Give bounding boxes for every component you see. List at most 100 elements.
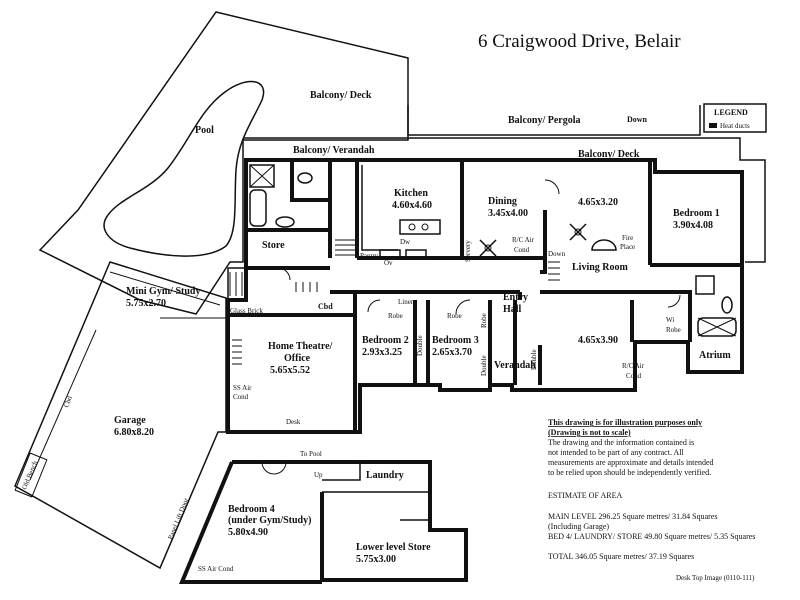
ceiling-fan-living-icon <box>569 223 587 241</box>
lower-level-inner <box>322 462 430 521</box>
door-arc-1 <box>544 179 560 195</box>
pool-outline <box>103 80 265 257</box>
label-down-top: Down <box>627 115 648 124</box>
lower-level-outline <box>179 460 468 584</box>
label-hall: Hall <box>503 304 522 315</box>
door-arc-4 <box>667 294 681 308</box>
label-cbd: Cbd <box>318 302 333 311</box>
label-bedroom4-1: Bedroom 4 <box>228 504 275 515</box>
note-disclaimer-2: (Drawing is not to scale) <box>548 428 631 437</box>
garage-outline <box>14 261 227 570</box>
basin-icon-1 <box>275 216 295 228</box>
toilet-icon-1 <box>297 172 313 184</box>
label-lower-store: Lower level Store <box>356 542 431 553</box>
dims-kitchen: 4.60x4.60 <box>392 200 432 211</box>
door-arc-2 <box>455 299 471 315</box>
label-kitchen: Kitchen <box>394 188 428 199</box>
bedroom-walls <box>353 292 492 432</box>
label-balcony-deck-right: Balcony/ Deck <box>578 149 640 160</box>
dining-living-walls <box>462 160 742 274</box>
label-balcony-deck-top: Balcony/ Deck <box>310 90 372 101</box>
label-robe-2: Robe <box>447 312 462 320</box>
label-down-living: Down <box>548 250 566 258</box>
label-cbd-garage: Cbd <box>62 395 74 409</box>
label-ss-air-1b: Cond <box>233 393 249 401</box>
store-walls <box>244 230 330 270</box>
label-pantry: Pantry <box>360 252 379 260</box>
label-ov: Ov <box>384 259 393 267</box>
heat-duct-icon <box>709 123 717 128</box>
dims-mini-gym: 5.75x2.70 <box>126 298 166 309</box>
stairs-gym <box>229 272 243 296</box>
label-double-1: Double <box>416 335 424 356</box>
dims-lower-store: 5.75x3.00 <box>356 554 396 565</box>
dims-lounge: 4.65x3.20 <box>578 197 618 208</box>
label-entry: Entry <box>503 292 528 303</box>
label-robe-3: Robe <box>480 313 488 328</box>
lower-area-edge <box>227 267 330 300</box>
label-glass-brick: Glass Brick <box>230 307 263 315</box>
garage-inner <box>29 271 221 481</box>
note-including-garage: (Including Garage) <box>548 522 609 531</box>
dims-bedroom4: 5.80x4.90 <box>228 527 268 538</box>
label-robe-1: Robe <box>388 312 403 320</box>
label-mini-gym: Mini Gym/ Study <box>126 286 200 297</box>
label-bedroom3: Bedroom 3 <box>432 335 479 346</box>
legend-heat-ducts: Heat ducts <box>720 122 750 130</box>
label-double-3: Double <box>530 349 538 370</box>
label-pool: Pool <box>195 125 214 136</box>
note-body-4: to be relied upon should be independentl… <box>548 468 711 477</box>
label-atrium: Atrium <box>699 350 731 361</box>
door-arc-3 <box>367 299 381 313</box>
bath-tub-icon-2 <box>697 317 737 337</box>
label-bedroom4-2: (under Gym/Study) <box>228 515 311 526</box>
toilet-icon-2 <box>721 296 733 314</box>
stairs-theatre <box>232 339 242 365</box>
main-walls <box>226 158 744 434</box>
dims-bedroom3: 2.65x3.70 <box>432 347 472 358</box>
hall-walls <box>330 290 692 342</box>
shower-cross <box>249 164 275 188</box>
label-bedroom2: Bedroom 2 <box>362 335 409 346</box>
legend-box <box>703 103 767 133</box>
stairs-hall <box>295 282 318 292</box>
label-garage: Garage <box>114 415 146 426</box>
label-panel-lift-door: Panel Lift Door <box>166 496 190 540</box>
dims-bedroom1: 3.90x4.08 <box>673 220 713 231</box>
label-fire-1: Fire <box>622 234 633 242</box>
bath-top-left <box>246 160 332 258</box>
label-to-pool: To Pool <box>300 450 322 458</box>
note-body-1: The drawing and the information containe… <box>548 438 694 447</box>
label-rc-air-1a: R/C Air <box>512 236 535 244</box>
ceiling-fan-dining-icon <box>479 239 497 257</box>
label-verandah: Verandah <box>494 360 536 371</box>
label-balcony-pergola: Balcony/ Pergola <box>508 115 581 126</box>
note-estimate-heading: ESTIMATE OF AREA <box>548 491 622 500</box>
legend-heading: LEGEND <box>714 108 748 117</box>
stairs-kitchen <box>335 239 355 256</box>
lower-door-arcs <box>261 461 287 475</box>
label-rc-air-2a: R/C Air <box>622 362 645 370</box>
label-balcony-verandah: Balcony/ Verandah <box>293 145 375 156</box>
shower-icon-2 <box>695 275 715 295</box>
label-laundry: Laundry <box>366 470 404 481</box>
page-title: 6 Craigwood Drive, Belair <box>478 31 681 52</box>
label-ss-air-2: SS Air Cond <box>198 565 234 573</box>
label-store: Store <box>262 240 285 251</box>
fireplace-icon <box>591 239 617 251</box>
label-home-theatre-2: Office <box>284 353 311 364</box>
note-main-level: MAIN LEVEL 296.25 Square metres/ 31.84 S… <box>548 512 717 521</box>
bath-cross-2 <box>697 317 737 337</box>
note-bed4: BED 4/ LAUNDRY/ STORE 49.80 Square metre… <box>548 532 755 541</box>
stairs-living <box>548 261 560 281</box>
label-wi: Wi <box>666 316 674 324</box>
dims-family: 4.65x3.90 <box>578 335 618 346</box>
label-bedroom1: Bedroom 1 <box>673 208 720 219</box>
label-dining: Dining <box>488 196 517 207</box>
dims-garage: 6.80x8.20 <box>114 427 154 438</box>
dims-home-theatre: 5.65x5.52 <box>270 365 310 376</box>
label-robe-wi: Robe <box>666 326 681 334</box>
oven-icon <box>405 249 427 259</box>
note-total: TOTAL 346.05 Square metres/ 37.19 Square… <box>548 552 694 561</box>
